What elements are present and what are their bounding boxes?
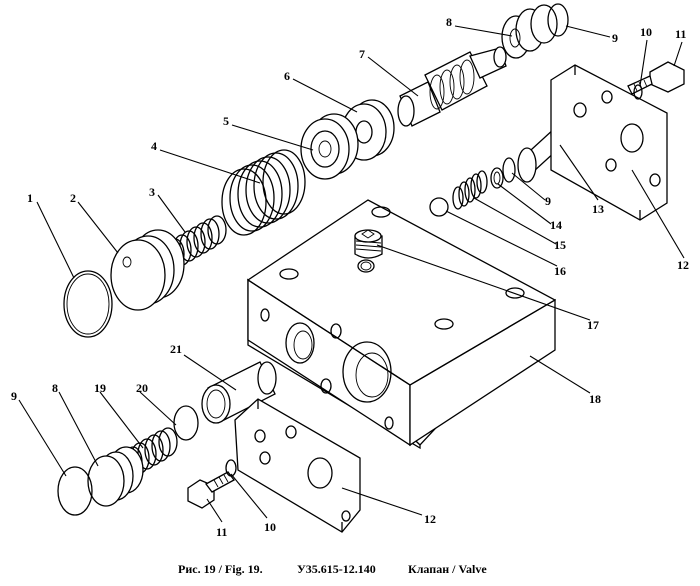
callout-12-top: 12	[677, 258, 689, 272]
figure-title: Клапан / Valve	[408, 562, 487, 576]
cup-5	[300, 113, 359, 180]
cap-8-top	[501, 4, 558, 59]
callout-1: 1	[27, 191, 33, 205]
callout-4: 4	[151, 139, 157, 153]
callout-6: 6	[284, 69, 290, 83]
callout-9-bottom: 9	[11, 389, 17, 403]
callout-17: 17	[587, 318, 599, 332]
piston-2	[110, 229, 185, 311]
cover-plate-12-top	[550, 64, 668, 221]
callout-5: 5	[223, 114, 229, 128]
callout-11-bottom: 11	[216, 525, 227, 539]
valve-body-18	[246, 199, 557, 450]
callout-15: 15	[554, 238, 566, 252]
callout-13: 13	[592, 202, 604, 216]
callout-10-top: 10	[640, 25, 652, 39]
cover-plate-12-bottom	[234, 398, 361, 533]
callout-3: 3	[149, 185, 155, 199]
o-ring-1	[63, 270, 113, 338]
ball-16	[429, 197, 449, 217]
plug-17	[354, 229, 383, 259]
o-ring-9-bottom	[57, 466, 93, 516]
callout-7: 7	[359, 47, 365, 61]
callout-8-top: 8	[446, 15, 452, 29]
callout-21: 21	[170, 342, 182, 356]
o-ring-9-top	[547, 3, 569, 37]
callout-2: 2	[70, 191, 76, 205]
callout-9-mid: 9	[545, 194, 551, 208]
washer-10-top	[633, 84, 643, 100]
callout-10-bottom: 10	[264, 520, 276, 534]
figure-caption: Рис. 19 / Fig. 19. У35.615-12.140 Клапан…	[0, 562, 700, 582]
sleeve-21	[201, 361, 277, 424]
spring-4	[221, 149, 306, 236]
callout-18: 18	[589, 392, 601, 406]
washer-10-bottom	[225, 459, 237, 477]
washer-20	[173, 405, 199, 441]
bolt-11-top	[627, 61, 685, 95]
callout-20: 20	[136, 381, 148, 395]
callout-12-bottom: 12	[424, 512, 436, 526]
callout-9-top: 9	[612, 31, 618, 45]
callout-16: 16	[554, 264, 566, 278]
bolt-11-bottom	[187, 471, 235, 509]
leader-lines	[18, 25, 685, 523]
callout-labels: 1 2 3 4 5 6 7 8 9 10 11 12 13 9 14 15 16…	[11, 15, 689, 539]
callout-14: 14	[550, 218, 562, 232]
callout-11-top: 11	[675, 27, 686, 41]
spring-15	[452, 170, 488, 210]
cap-8-bottom	[87, 446, 144, 507]
plunger-7	[397, 46, 507, 127]
figure-number: Рис. 19 / Fig. 19.	[178, 562, 263, 576]
washer-14	[490, 167, 504, 189]
callout-19: 19	[94, 381, 106, 395]
callout-8-bottom: 8	[52, 381, 58, 395]
document-number: У35.615-12.140	[297, 562, 376, 576]
o-ring-9-middle	[502, 157, 516, 183]
